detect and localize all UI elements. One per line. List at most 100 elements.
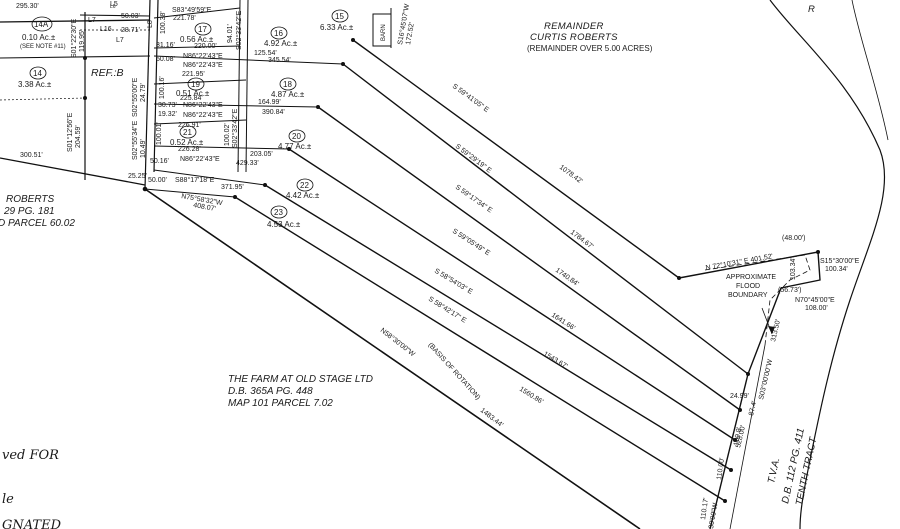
distance-5: 1543.67' [542,351,568,371]
corner-pin [816,250,820,254]
corner-pin [233,195,237,199]
svg-text:3.38 Ac.±: 3.38 Ac.± [18,80,52,89]
corner-pin [677,276,681,280]
svg-text:20: 20 [292,132,301,141]
bearing-s01b: S01°12'56"E [66,112,74,152]
svg-text:19: 19 [191,80,200,89]
bearing-s01b-dist: 204.59' [75,125,82,148]
lot-line-2 [342,63,749,375]
svg-text:4.92 Ac.±: 4.92 Ac.± [264,39,298,48]
corner-pin [341,62,345,66]
remainder-label: REMAINDER [544,21,604,32]
distance-110a: 110.00' [716,457,726,480]
distance-16499: 164.99' [258,99,281,106]
distance-2871: 28.71' [121,27,140,34]
lot-17-mid [153,45,241,49]
bearing-s02c: S02°33'42"E [231,108,239,148]
roberts-deed: 29 PG. 181 [3,206,55,217]
flood-label-2: FLOOD [736,283,760,290]
lot-19: 19 0.51 Ac.± [176,77,210,98]
west-line-2 [144,0,151,190]
distance-528: 528.00' [735,425,747,449]
lot-23-top [144,188,236,198]
bearing-2: S 59°29'19" E [454,142,494,175]
distance-7: 1483.44' [479,407,504,429]
corner-pin [733,438,737,442]
flood-boundary-line [704,254,811,346]
distance-10038: 100.38' [160,11,167,34]
distance-22691: 226.91' [178,122,201,129]
bearing-s02a: S02°55'00"E [131,77,139,117]
handwriting-line-2: le [2,492,14,507]
bearing-n86-2: N86°22'43"E [183,61,223,69]
distance-10001: 100.01' [156,122,163,145]
distance-22628: 226.28' [178,146,201,153]
label-l7-b: L7 [116,37,124,44]
distance-20305: 203.05' [250,151,273,158]
distance-10016: 100.16' [159,76,166,99]
svg-text:18: 18 [283,80,292,89]
svg-text:16: 16 [274,29,283,38]
flood-label-1: APPROXIMATE [726,274,776,281]
bearing-s16-dist: 172.52' [405,22,416,46]
distance-5016: 50.16' [150,158,169,165]
distance-874: 87.4' [748,400,758,416]
lot-19-top [153,79,247,85]
label-l8: L8 [147,20,154,28]
svg-text:23: 23 [274,208,283,217]
corner-pin [351,38,355,42]
corner-pin [729,468,733,472]
lot-line-3 [317,106,741,411]
remainder-boundary [678,251,821,375]
svg-text:0.56 Ac.±: 0.56 Ac.± [180,35,214,44]
distance-2525: 25.25' [128,173,147,180]
distance-12554: 125.54' [254,50,277,57]
corner-pin [83,56,87,60]
lot-15: 15 6.33 Ac.± [320,9,354,32]
bearing-s01a-dist: 119.95' [79,30,86,52]
lot-23: 23 4.53 Ac.± [267,205,301,229]
roberts-owner: ROBERTS [6,194,54,205]
svg-text:4.53 Ac.±: 4.53 Ac.± [267,220,301,229]
distance-1932: 19.32' [158,111,177,118]
tva-label: T.V.A. [766,457,782,485]
corner-pin [287,147,291,151]
lot-21-top [153,119,247,125]
bearing-s15-dist: 100.34' [825,266,848,273]
lot-21: 21 0.52 Ac.± [170,125,204,147]
distance-22195: 221.95' [182,71,205,78]
distance-22000: 220.00' [194,43,217,50]
ref-label: REF.:B [91,67,123,79]
lot-21-bottom-2 [153,169,266,186]
distance-1049: 10.49' [140,139,147,158]
distance-3116: 31.16' [156,42,175,49]
corner-pin [738,408,742,412]
farm-deed: D.B. 365A PG. 448 [228,386,313,397]
lot-line-7 [144,188,641,529]
corner-pin [83,96,87,100]
svg-text:4.77 Ac.±: 4.77 Ac.± [278,142,312,151]
lot-line-5 [264,184,732,471]
remainder-name: CURTIS ROBERTS [530,32,618,43]
bearing-s01a: S01°22'30"E [70,18,78,58]
svg-text:0.51 Ac.±: 0.51 Ac.± [176,89,210,98]
west-line-4 [237,0,241,173]
west-line-5 [245,0,249,173]
lot-18: 18 4.87 Ac.± [271,77,305,99]
remainder-note: (REMAINDER OVER 5.00 ACRES) [527,44,653,53]
label-l5: L5 [110,1,118,8]
bearing-s88: S88°17'18"E [175,176,215,184]
top-right-letter: R [808,4,815,15]
corner-pin [723,499,727,503]
flood-arrow-head [768,326,775,334]
label-l7: L7 [88,17,96,24]
lot-14-line [0,55,151,59]
farm-owner: THE FARM AT OLD STAGE LTD [228,374,373,385]
lot-22: 22 4.42 Ac.± [286,178,320,200]
lot-21-bottom [153,145,290,150]
basis-of-rotation: (BASIS OF ROTATION) [427,342,482,402]
flood-label-3: BOUNDARY [728,292,768,299]
tva-boundary [709,373,749,529]
svg-text:21: 21 [183,128,192,137]
